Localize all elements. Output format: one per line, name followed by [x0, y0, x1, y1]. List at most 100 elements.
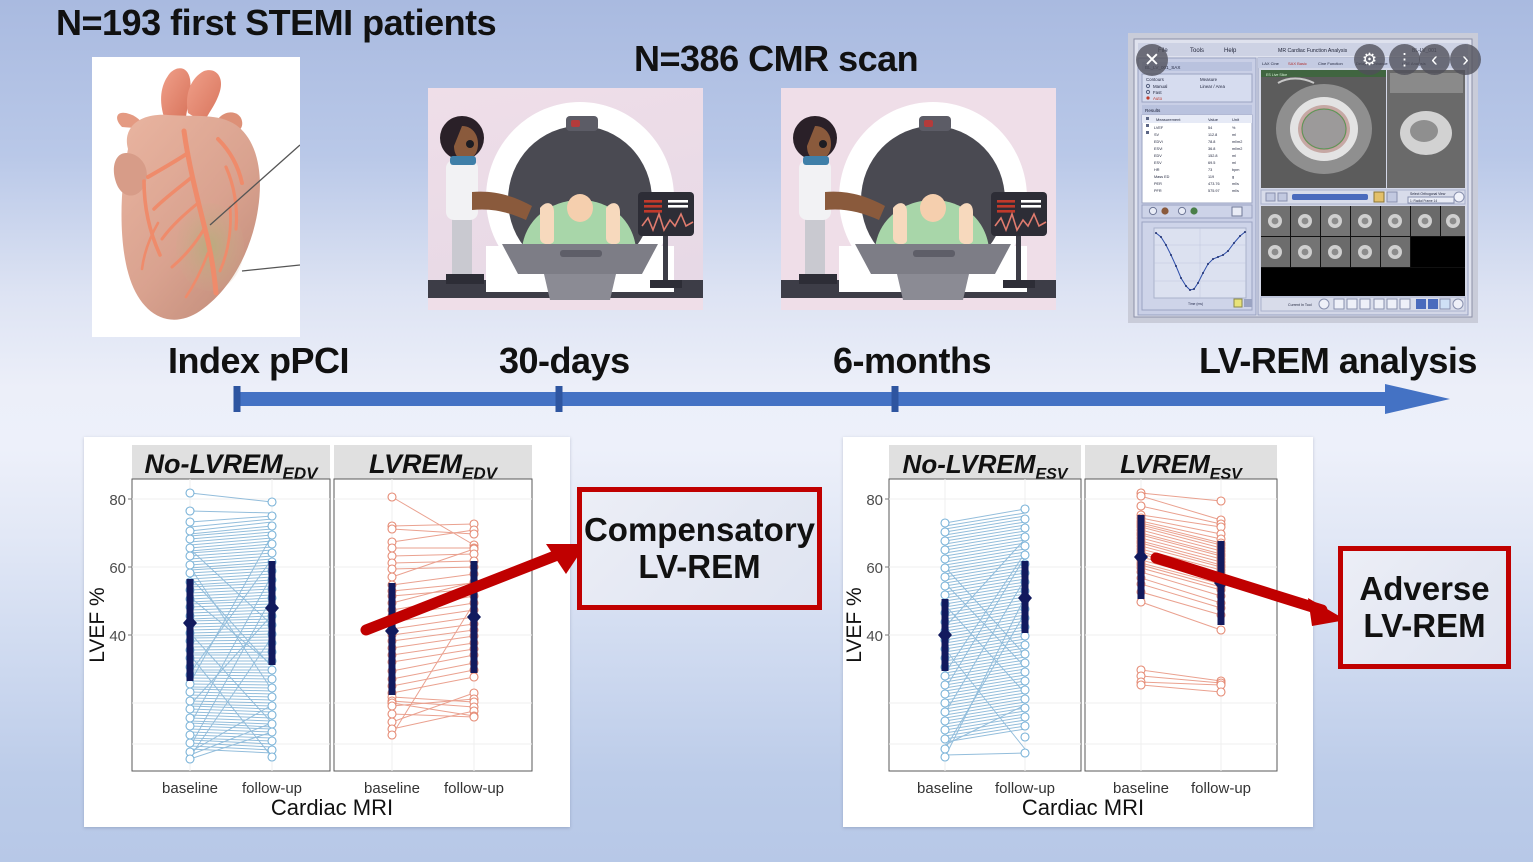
timeline-label-index-ppci: Index pPCI	[168, 340, 350, 381]
svg-text:40: 40	[866, 628, 883, 645]
svg-text:follow-up: follow-up	[444, 780, 504, 797]
svg-text:Manual: Manual	[1153, 84, 1167, 89]
study-timeline	[225, 382, 1450, 416]
heart-icon	[92, 57, 300, 337]
svg-text:ml: ml	[1232, 133, 1236, 137]
svg-text:LVEF %: LVEF %	[843, 587, 866, 662]
svg-text:follow-up: follow-up	[995, 780, 1055, 797]
mri-scanner-icon	[781, 88, 1056, 310]
callout-adverse-line1: Adverse	[1359, 569, 1490, 607]
svg-text:PER: PER	[1154, 182, 1162, 186]
timeline-label-6-months: 6-months	[833, 340, 992, 381]
heart-illustration-card	[92, 57, 300, 337]
svg-text:Cardiac MRI: Cardiac MRI	[1022, 795, 1144, 820]
mri-scanner-icon	[428, 88, 703, 310]
settings-icon[interactable]: ⚙	[1354, 44, 1385, 75]
svg-text:73: 73	[1208, 168, 1212, 172]
svg-text:ESV: ESV	[1154, 161, 1162, 165]
svg-text:Fast: Fast	[1153, 90, 1162, 95]
svg-text:112.8: 112.8	[1208, 133, 1217, 137]
svg-text:60: 60	[866, 560, 883, 577]
compensatory-trend-arrow	[360, 544, 586, 636]
svg-text:80: 80	[109, 492, 126, 509]
close-icon[interactable]: ✕	[1136, 44, 1168, 76]
svg-text:SV: SV	[1154, 133, 1160, 137]
svg-text:ml/m2: ml/m2	[1232, 147, 1242, 151]
svg-text:Auto: Auto	[1153, 96, 1163, 101]
svg-text:EDVi: EDVi	[1154, 140, 1163, 144]
svg-text:baseline: baseline	[917, 780, 973, 797]
svg-text:LVEF %: LVEF %	[86, 587, 109, 662]
svg-text:Measure: Measure	[1200, 77, 1218, 82]
svg-text:69.5: 69.5	[1208, 161, 1215, 165]
svg-text:g: g	[1232, 175, 1234, 179]
svg-text:ml/s: ml/s	[1232, 182, 1239, 186]
svg-text:1: Radial Frame 14: 1: Radial Frame 14	[1410, 199, 1437, 203]
svg-text:36.8: 36.8	[1208, 147, 1215, 151]
svg-text:ES Live Slice: ES Live Slice	[1266, 73, 1287, 77]
svg-text:bpm: bpm	[1232, 168, 1239, 172]
svg-text:ml/m2: ml/m2	[1232, 140, 1242, 144]
next-icon[interactable]: ›	[1450, 44, 1481, 75]
adverse-trend-arrow	[1150, 552, 1346, 626]
svg-text:LVEF: LVEF	[1154, 126, 1164, 130]
svg-text:LAX Cine: LAX Cine	[1262, 61, 1280, 66]
svg-text:MR Cardiac Function Analysis: MR Cardiac Function Analysis	[1278, 48, 1348, 54]
svg-text:473.76: 473.76	[1208, 182, 1220, 186]
svg-text:follow-up: follow-up	[242, 780, 302, 797]
mri-scan-illustration-6months	[781, 88, 1056, 310]
mri-scan-illustration-30days	[428, 88, 703, 310]
svg-text:Cine Function: Cine Function	[1318, 61, 1343, 66]
timeline-label-lv-rem-analysis: LV-REM analysis	[1199, 340, 1477, 381]
svg-text:Cardiac MRI: Cardiac MRI	[271, 795, 393, 820]
chart-edv: No-LVREMEDV LVREMEDV	[84, 437, 570, 827]
svg-text:ml: ml	[1232, 161, 1236, 165]
svg-text:ml/s: ml/s	[1232, 189, 1239, 193]
svg-text:119: 119	[1208, 175, 1214, 179]
cmr-analysis-software-window[interactable]: FileToolsHelp MR Cardiac Function Analys…	[1128, 33, 1481, 323]
svg-text:PFR: PFR	[1154, 189, 1162, 193]
svg-text:Linear / Area: Linear / Area	[1200, 84, 1225, 89]
callout-compensatory-line1: Compensatory	[583, 510, 816, 548]
svg-text:Time (ms): Time (ms)	[1188, 302, 1203, 306]
callout-adverse-line2: LV-REM	[1363, 606, 1486, 644]
more-options-icon[interactable]: ⋮	[1389, 44, 1420, 75]
svg-text:HR: HR	[1154, 168, 1160, 172]
chart-esv-svg: No-LVREMESV LVREMESV	[843, 437, 1313, 827]
svg-text:Help: Help	[1224, 48, 1237, 54]
svg-text:Mass ED: Mass ED	[1154, 175, 1170, 179]
svg-text:60: 60	[109, 560, 126, 577]
svg-text:LVREMEDV: LVREMEDV	[369, 449, 499, 483]
svg-text:baseline: baseline	[364, 780, 420, 797]
callout-compensatory-lv-rem: Compensatory LV-REM	[577, 487, 822, 610]
svg-text:Select Orthogonal View: Select Orthogonal View	[1410, 192, 1446, 196]
scan-count-heading: N=386 CMR scan	[634, 38, 919, 79]
svg-text:40: 40	[109, 628, 126, 645]
svg-text:Contours: Contours	[1146, 77, 1165, 82]
svg-text:54: 54	[1208, 126, 1212, 130]
previous-icon[interactable]: ‹	[1419, 44, 1450, 75]
chart-esv: No-LVREMESV LVREMESV	[843, 437, 1313, 827]
timeline-label-30-days: 30-days	[499, 340, 630, 381]
callout-compensatory-line2: LV-REM	[638, 547, 761, 585]
svg-text:Current In Tool: Current In Tool	[1288, 303, 1312, 307]
svg-text:%: %	[1232, 126, 1236, 130]
svg-text:baseline: baseline	[162, 780, 218, 797]
svg-text:EDV: EDV	[1154, 154, 1162, 158]
timeline-arrow-icon	[233, 384, 1450, 414]
svg-text:80: 80	[866, 492, 883, 509]
svg-text:Unit: Unit	[1232, 117, 1240, 122]
svg-text:Value: Value	[1208, 117, 1219, 122]
svg-text:152.8: 152.8	[1208, 154, 1218, 158]
edv-no-lvrem-series	[189, 492, 273, 760]
cohort-heading: N=193 first STEMI patients	[56, 2, 497, 43]
svg-text:ml: ml	[1232, 154, 1236, 158]
svg-text:SAX Basic: SAX Basic	[1288, 61, 1307, 66]
svg-text:ESVi: ESVi	[1154, 147, 1163, 151]
svg-text:baseline: baseline	[1113, 780, 1169, 797]
svg-text:Results: Results	[1145, 108, 1161, 113]
chart-edv-svg: No-LVREMEDV LVREMEDV	[84, 437, 570, 827]
svg-text:Tools: Tools	[1190, 48, 1204, 54]
svg-text:Measurement: Measurement	[1156, 117, 1181, 122]
